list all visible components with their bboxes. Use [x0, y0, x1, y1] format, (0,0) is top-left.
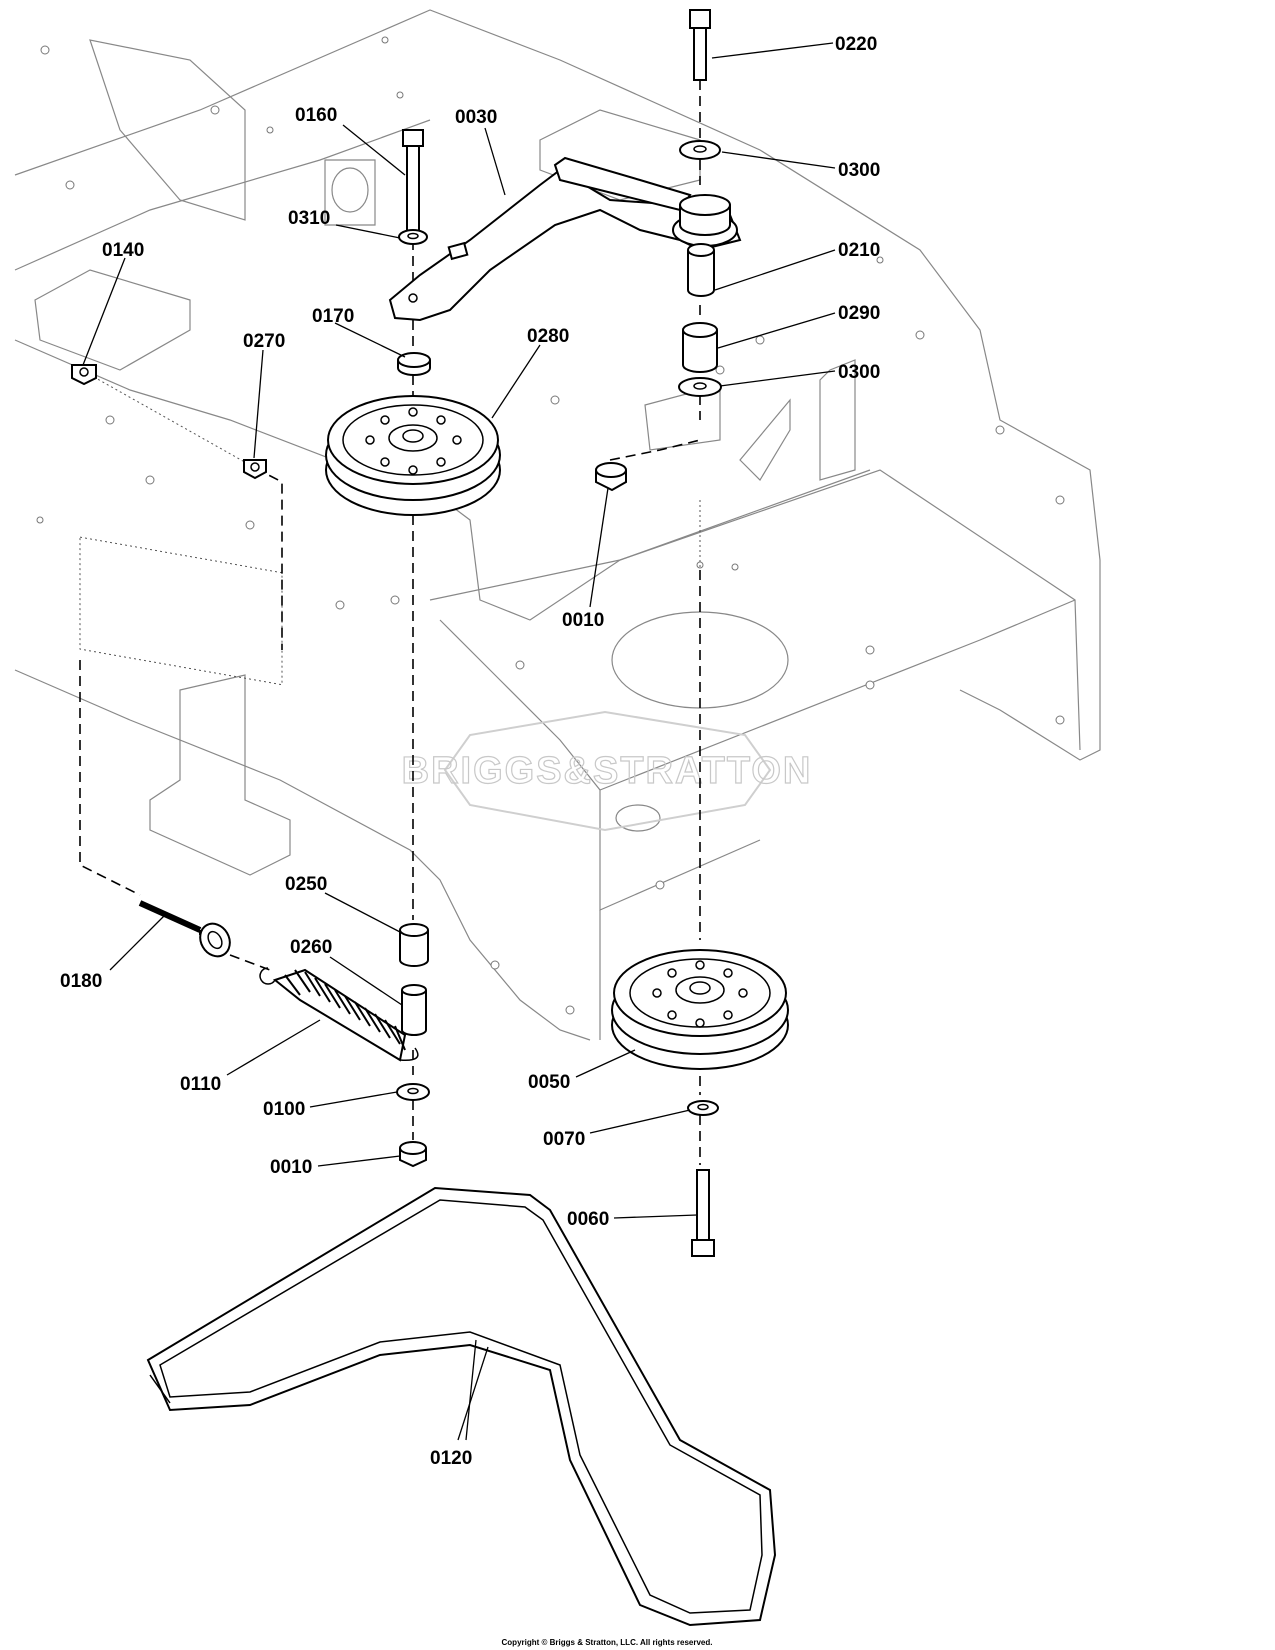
callout-0210: 0210	[838, 240, 880, 261]
callout-0140: 0140	[102, 240, 144, 261]
pulley-0050	[611, 949, 789, 1070]
callout-0180: 0180	[60, 971, 102, 992]
washer-0100	[396, 1083, 430, 1101]
callout-0010-upper: 0010	[562, 610, 604, 631]
callout-0120: 0120	[430, 1448, 472, 1469]
bolt-0220	[689, 9, 711, 81]
callout-0170: 0170	[312, 306, 354, 327]
callout-0220: 0220	[835, 34, 877, 55]
chassis-frame	[14, 9, 1101, 1041]
bolt-0060	[691, 1169, 715, 1257]
spacer-0290	[682, 322, 718, 373]
callout-0030: 0030	[455, 107, 497, 128]
assembly-lines	[79, 80, 701, 1165]
callout-0060: 0060	[567, 1209, 609, 1230]
leader-lines	[82, 42, 836, 1441]
nut-0010-upper	[595, 462, 627, 492]
callout-0160: 0160	[295, 105, 337, 126]
belt-0120	[146, 1186, 777, 1627]
nut-0140	[71, 364, 97, 386]
idler-pulley-upper	[325, 395, 501, 516]
callout-0070: 0070	[543, 1129, 585, 1150]
callout-0310: 0310	[288, 208, 330, 229]
spring-0110	[259, 967, 419, 1062]
washer-0310	[398, 229, 428, 245]
callout-0100: 0100	[263, 1099, 305, 1120]
spacer-0170	[397, 352, 431, 376]
callout-0010-lower: 0010	[270, 1157, 312, 1178]
callout-0260: 0260	[290, 937, 332, 958]
callout-0270: 0270	[243, 331, 285, 352]
callout-0050: 0050	[528, 1072, 570, 1093]
copyright-notice: Copyright © Briggs & Stratton, LLC. All …	[502, 1638, 713, 1647]
callout-0280: 0280	[527, 326, 569, 347]
washer-0070	[687, 1100, 719, 1116]
callout-labels: 0220 0300 0160 0030 0310 0210 0140 0290 …	[60, 34, 880, 1469]
eyebolt-0180	[138, 900, 231, 958]
nut-0270	[243, 459, 267, 480]
callout-0300-lower: 0300	[838, 362, 880, 383]
spacer-0260	[401, 984, 427, 1036]
brand-watermark: BRIGGS&STRATTON	[401, 710, 813, 832]
callout-0250: 0250	[285, 874, 327, 895]
callout-0290: 0290	[838, 303, 880, 324]
frame-holes	[36, 36, 1065, 1015]
bolt-0160	[402, 129, 424, 241]
spacer-0210	[687, 243, 715, 297]
washer-0300-lower	[678, 377, 722, 397]
washer-0300-top	[679, 140, 721, 160]
spacer-0250	[399, 923, 429, 967]
watermark-text: BRIGGS&STRATTON	[402, 750, 813, 792]
callout-0300-top: 0300	[838, 160, 880, 181]
bushing-pivot	[672, 194, 738, 247]
callout-0110: 0110	[180, 1074, 221, 1095]
nut-0010-lower	[399, 1141, 427, 1168]
